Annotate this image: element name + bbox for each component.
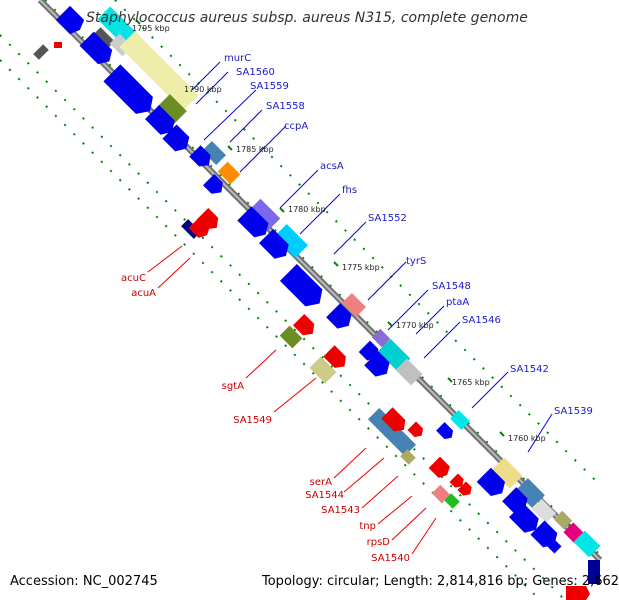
gene-label: sgtA [222,381,244,392]
scale-labels: 1795 kbp 1790 kbp 1785 kbp 1780 kbp 1775… [132,24,546,443]
gene-arrow [326,303,352,329]
gene-label: SA1546 [462,315,501,326]
gene-arrow [566,586,590,600]
gene-arrow [323,345,346,368]
gene-label: SA1560 [236,67,275,78]
gene-arrow [202,173,223,194]
gene-arrow [436,422,454,440]
gene-arrow [103,64,153,114]
gene-block [377,338,411,372]
gene-arrow [145,105,175,135]
gene-labels-reverse: acuC acuA sgtA SA1549 serA SA1544 SA1543… [121,273,410,564]
gene-label: SA1558 [266,101,305,112]
gene-block [553,510,573,530]
gene-label: fhs [342,185,357,196]
gene-block [573,530,601,558]
gene-arrow [189,145,211,167]
gene-arrow [358,340,379,361]
gene-block [450,410,470,430]
gene-label: acsA [320,161,344,172]
gene-label: SA1559 [250,81,289,92]
gene-block [201,140,227,166]
gene-arrow [364,351,390,377]
gene-block [544,536,562,554]
gene-block [588,560,600,584]
gene-label: murC [224,53,251,64]
scale-label: 1775 kbp [342,263,380,272]
scale-label: 1765 kbp [452,378,490,387]
gene-block [515,478,545,508]
gene-arrow [476,467,506,497]
gene-block [341,292,367,318]
gene-block [367,407,417,457]
gene-label: serA [310,477,332,488]
forward-genes [55,5,601,584]
gene-label: tyrS [406,256,426,267]
gene-arrow [381,407,406,432]
gene-block [431,484,451,504]
gene-arrow [79,31,113,65]
genome-summary-text: Topology: circular; Length: 2,814,816 bp… [262,574,619,589]
gene-block [400,449,416,465]
gene-block [119,31,199,111]
gene-labels-forward: murC SA1560 SA1559 SA1558 ccpA acsA fhs … [224,53,593,417]
gene-label: SA1552 [368,213,407,224]
gene-block [217,161,241,185]
gene-label: SA1542 [510,364,549,375]
gene-arrow [54,42,62,48]
gene-block [531,498,557,524]
gene-label: SA1543 [321,505,360,516]
genome-map: 1795 kbp 1790 kbp 1785 kbp 1780 kbp 1775… [0,0,603,600]
gene-block [444,493,460,509]
gene-label: acuC [121,273,146,284]
gene-arrow [292,313,315,336]
gene-arrow [279,263,323,307]
gene-arrow [196,207,219,230]
gene-arrow [449,473,464,488]
label-connectors-forward [191,61,553,453]
gene-block [371,328,391,348]
gene-block [491,457,523,489]
gene-label: ccpA [284,121,308,132]
scale-label: 1785 kbp [236,145,274,154]
gene-block [157,94,187,124]
gene-block [395,358,423,386]
gene-arrow [407,421,424,438]
gene-arrow [509,503,539,533]
scale-label: 1770 kbp [396,321,434,330]
gene-arrow [55,5,85,35]
gene-label: SA1548 [432,281,471,292]
gene-label: SA1539 [554,406,593,417]
gene-arrow [237,206,269,238]
map-title: Staphylococcus aureus subsp. aureus N315… [86,10,528,26]
gene-block [274,224,308,258]
gene-label: acuA [131,288,156,299]
gene-block [33,44,49,60]
gene-label: SA1549 [233,415,272,426]
gene-label: ptaA [446,297,469,308]
gene-label: SA1544 [305,490,344,501]
gene-label: rpsD [367,537,391,548]
label-connectors-reverse [147,245,437,555]
scale-label: 1780 kbp [288,205,326,214]
reverse-genes [33,42,590,600]
scale-label: 1790 kbp [184,85,222,94]
gene-block [279,325,303,349]
gene-block [247,198,281,232]
gene-label: tnp [359,521,376,532]
gene-arrow [162,124,190,152]
gene-block [309,356,337,384]
gene-arrow [428,456,450,478]
gene-block [97,6,139,48]
gene-arrow [259,229,289,259]
accession-text: Accession: NC_002745 [10,574,158,589]
scale-label: 1795 kbp [132,24,170,33]
gene-arrow [457,481,472,496]
scale-label: 1760 kbp [508,434,546,443]
gene-label: SA1540 [371,553,410,564]
